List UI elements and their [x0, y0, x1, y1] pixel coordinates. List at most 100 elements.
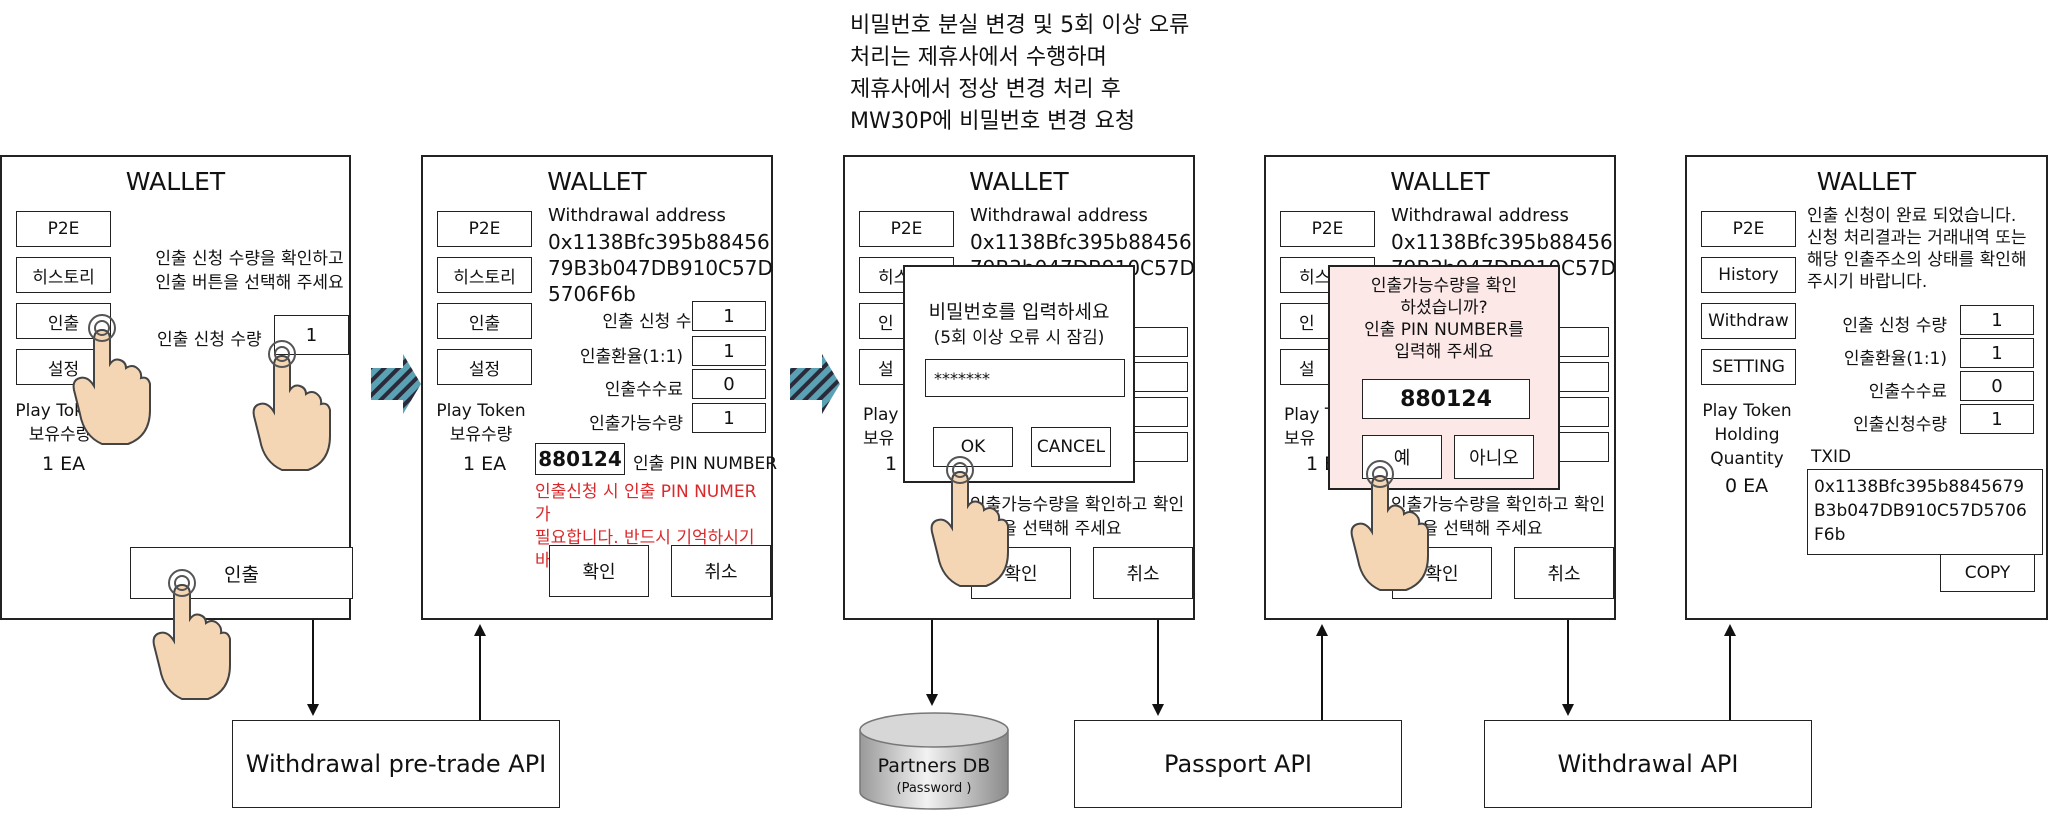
menu-withdraw[interactable]: Withdraw [1701, 303, 1796, 339]
field-value: 1 [692, 301, 766, 331]
panel-title: WALLET [547, 167, 647, 196]
warning-line: 필요합니다. 반드시 기억하시기 [535, 528, 755, 548]
instruction-line: 인출가능수량을 확인하고 확인 [970, 495, 1185, 515]
instruction-line: 인출 버튼을 선택해 주세요 [155, 273, 344, 293]
menu-history[interactable]: History [1701, 257, 1796, 293]
note-line: 비밀번호 분실 변경 및 5회 이상 오류 [850, 13, 1190, 38]
note-line: 처리는 제휴사에서 수행하며 [850, 45, 1107, 70]
address-line: 0x1138Bfc395b88456 [970, 230, 1192, 254]
token-amount: 1 [885, 453, 898, 475]
token-label-line: Play T [863, 405, 915, 425]
yes-button[interactable]: 예 [1362, 435, 1442, 479]
field-label: 인출 신청 수량 [1842, 316, 1947, 336]
dialog-message: 인출가능수량을 확인 하셨습니까? 인출 PIN NUMBER를 입력해 주세요 [1330, 275, 1558, 363]
instruction-line: 인출 신청 수량을 확인하고 [155, 249, 344, 269]
hand-pointer-icon [252, 340, 331, 471]
menu-p2e[interactable]: P2E [437, 211, 532, 247]
message-line: 해당 인출주소의 상태를 확인해 [1807, 250, 2027, 270]
cancel-button[interactable]: 취소 [671, 545, 771, 597]
password-input[interactable]: ******* [925, 359, 1125, 397]
cancel-button[interactable]: 취소 [1093, 547, 1193, 599]
hand-pointer-icon [72, 314, 151, 445]
token-label-line: Holding [1714, 425, 1780, 445]
pin-label: 인출 PIN NUMBER [633, 454, 778, 474]
warning-line: 인출신청 시 인출 PIN NUMER가 [535, 482, 757, 525]
withdraw-button[interactable]: 인출 [130, 547, 353, 599]
address-line: 5706F6b [548, 282, 636, 306]
note-line: MW30P에 비밀번호 변경 요청 [850, 109, 1136, 134]
txid-value: 0x1138Bfc395b8845679 B3b047DB910C57D5706… [1807, 469, 2043, 555]
menu-settings[interactable]: SETTING [1701, 349, 1796, 385]
address-label: Withdrawal address [970, 205, 1148, 226]
confirm-button[interactable]: 확인 [549, 545, 649, 597]
menu-withdraw[interactable]: 인출 [437, 303, 532, 339]
process-note: 비밀번호 분실 변경 및 5회 이상 오류 처리는 제휴사에서 수행하며 제휴사… [850, 10, 1270, 138]
menu-settings[interactable]: 설정 [437, 349, 532, 385]
withdrawal-api-box: Withdrawal API [1484, 720, 1812, 808]
dialog-line: 입력해 주세요 [1394, 342, 1494, 362]
password-text: ******* [934, 368, 990, 388]
token-label: Play T 보유 [1284, 403, 1335, 451]
cancel-button[interactable]: 취소 [1514, 547, 1614, 599]
hand-pointer-icon [152, 569, 231, 700]
field-label: 인출가능수량 [589, 414, 683, 434]
passport-api-label: Passport API [1164, 750, 1312, 778]
token-label-line: 보유 [863, 429, 895, 449]
txid-line: F6b [1814, 525, 1846, 545]
address-label: Withdrawal address [548, 205, 726, 226]
panel-title: WALLET [1816, 167, 1917, 196]
menu-p2e[interactable]: P2E [16, 211, 111, 247]
field-value: 1 [1960, 404, 2034, 434]
token-label: Play Token 보유수량 [431, 399, 531, 447]
transition-arrow-2 [790, 354, 840, 414]
wallet-panel-1: WALLET P2E 히스토리 인출 설정 인출 신청 수량을 확인하고 인출 … [0, 155, 353, 620]
menu-history[interactable]: 히스토리 [437, 257, 532, 293]
panel-title: WALLET [1390, 167, 1490, 196]
withdrawal-api-label: Withdrawal API [1557, 750, 1739, 778]
pin-input[interactable]: 880124 [1362, 379, 1530, 419]
menu-p2e[interactable]: P2E [859, 211, 954, 247]
note-line: 제휴사에서 정상 변경 처리 후 [850, 77, 1121, 102]
panel-title: WALLET [125, 167, 226, 196]
txid-line: 0x1138Bfc395b8845679 [1814, 477, 2025, 497]
message-line: 주시기 바랍니다. [1807, 272, 1928, 292]
token-label-line: Play Token [436, 401, 526, 421]
field-value: 1 [1960, 338, 2034, 368]
ok-button[interactable]: OK [933, 427, 1013, 467]
field-value: 0 [692, 369, 766, 399]
token-label-line: Play T [1284, 405, 1336, 425]
panel-title: WALLET [969, 167, 1069, 196]
field-value: 1 [1960, 305, 2034, 335]
address-line: 0x1138Bfc395b88456 [548, 230, 770, 254]
instruction-line: 인출가능수량을 확인하고 확인 [1391, 495, 1606, 515]
dialog-cancel-button[interactable]: CANCEL [1031, 427, 1111, 467]
message-line: 인출 신청이 완료 되었습니다. [1807, 206, 2017, 226]
dialog-line: 인출 PIN NUMBER를 [1364, 320, 1524, 340]
menu-withdraw[interactable]: 인출 [16, 303, 111, 339]
message-line: 신청 처리결과는 거래내역 또는 [1807, 228, 2027, 248]
token-label: Play Token Holding Quantity [1695, 399, 1799, 471]
token-amount: 1 EA [463, 453, 507, 475]
db-sub: (Password ) [897, 781, 972, 796]
no-button[interactable]: 아니오 [1454, 435, 1534, 479]
dialog-title: 비밀번호를 입력하세요 [928, 301, 1110, 323]
menu-history[interactable]: 히스토리 [16, 257, 111, 293]
completion-message: 인출 신청이 완료 되었습니다. 신청 처리결과는 거래내역 또는 해당 인출주… [1807, 205, 2047, 293]
token-label-line: 보유수량 [449, 425, 513, 445]
hand-pointer-icon [1350, 460, 1429, 591]
token-amount: 1 EA [42, 453, 86, 475]
token-label: Play T 보유 [863, 403, 914, 451]
instruction-text: 인출 신청 수량을 확인하고 인출 버튼을 선택해 주세요 [142, 247, 357, 295]
token-label-line: 보유 [1284, 429, 1316, 449]
pin-confirm-dialog: 인출가능수량을 확인 하셨습니까? 인출 PIN NUMBER를 입력해 주세요… [1328, 265, 1560, 490]
menu-p2e[interactable]: P2E [1701, 211, 1796, 247]
password-dialog: 비밀번호를 입력하세요 (5회 이상 오류 시 잠김) ******* OK C… [903, 265, 1135, 483]
field-value: 0 [1960, 371, 2034, 401]
passport-api-box: Passport API [1074, 720, 1402, 808]
copy-button[interactable]: COPY [1940, 554, 2035, 592]
dialog-line: 하셨습니까? [1400, 298, 1488, 318]
field-label: 인출수수료 [604, 380, 683, 400]
transition-arrow-1 [371, 354, 421, 414]
menu-p2e[interactable]: P2E [1280, 211, 1375, 247]
